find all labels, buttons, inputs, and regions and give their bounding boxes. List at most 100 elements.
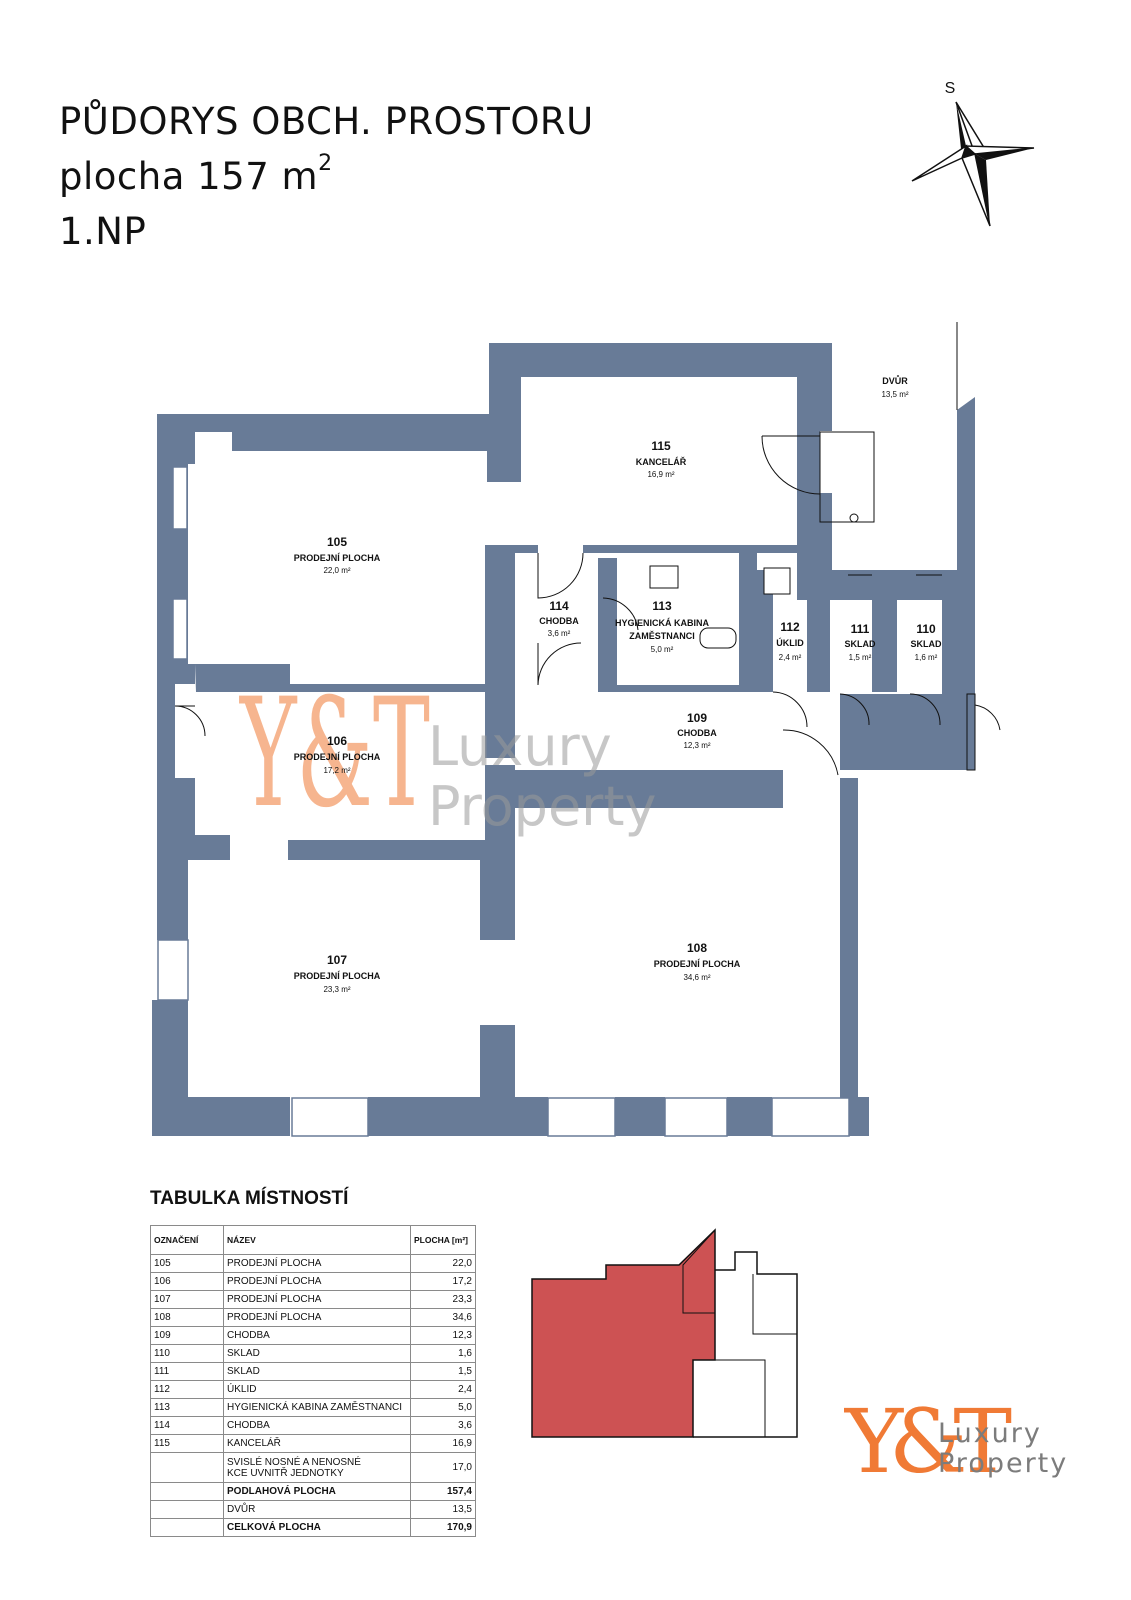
room-area: 1,5 m² xyxy=(849,653,872,662)
walls-line1: SVISLÉ NOSNÉ A NENOSNÉ xyxy=(227,1456,361,1468)
brand-logo-word2: Property xyxy=(938,1448,1069,1479)
cell-code: 115 xyxy=(150,1434,224,1453)
room-label-113: 113 HYGIENICKÁ KABINA ZAMĚSTNANCI 5,0 m² xyxy=(615,599,710,654)
cell-area: 34,6 xyxy=(410,1308,476,1327)
room-label-112: 112 ÚKLID 2,4 m² xyxy=(776,620,804,662)
cell-area: 1,5 xyxy=(410,1362,476,1381)
area-subtitle-text: plocha 157 m xyxy=(59,155,319,198)
cell-code xyxy=(150,1452,224,1483)
cell-code: 114 xyxy=(150,1416,224,1435)
cell-name: CELKOVÁ PLOCHA xyxy=(223,1518,411,1537)
yard-outline xyxy=(848,322,976,771)
cell-area: 2,4 xyxy=(410,1380,476,1399)
mop-sink-icon xyxy=(763,567,791,595)
room-area: 3,6 m² xyxy=(548,629,571,638)
room-number: 114 xyxy=(549,599,569,613)
cell-code xyxy=(150,1482,224,1501)
cell-code: 106 xyxy=(150,1272,224,1291)
walls xyxy=(152,343,975,1136)
room-label-dvur: DVŮR 13,5 m² xyxy=(881,375,908,399)
cell-code: 108 xyxy=(150,1308,224,1327)
cell-area: 157,4 xyxy=(410,1482,476,1501)
room-area: 1,6 m² xyxy=(915,653,938,662)
cell-area: 16,9 xyxy=(410,1434,476,1453)
cell-code: 111 xyxy=(150,1362,224,1381)
room-area: 17,2 m² xyxy=(323,766,350,775)
cell-area: 5,0 xyxy=(410,1398,476,1417)
cell-area: 12,3 xyxy=(410,1326,476,1345)
cell-name: CHODBA xyxy=(223,1416,411,1435)
sanitary-fixtures xyxy=(649,513,859,649)
cell-area: 3,6 xyxy=(410,1416,476,1435)
room-number: 111 xyxy=(851,622,870,636)
room-area: 5,0 m² xyxy=(651,645,674,654)
room-area: 23,3 m² xyxy=(323,985,350,994)
cell-name: PRODEJNÍ PLOCHA xyxy=(223,1308,411,1327)
cell-name: SKLAD xyxy=(223,1344,411,1363)
room-name: PRODEJNÍ PLOCHA xyxy=(294,971,381,981)
cell-name: PRODEJNÍ PLOCHA xyxy=(223,1254,411,1273)
toilet-icon xyxy=(699,627,737,649)
watermark-word1: Luxury xyxy=(428,715,612,778)
header-code: OZNAČENÍ xyxy=(150,1225,224,1255)
cell-area: 170,9 xyxy=(410,1518,476,1537)
room-number: 115 xyxy=(651,439,671,453)
room-label-110: 110 SKLAD 1,6 m² xyxy=(911,622,942,662)
room-number: 106 xyxy=(327,734,347,748)
cell-area: 13,5 xyxy=(410,1500,476,1519)
area-subtitle: plocha 157 m2 xyxy=(59,151,333,198)
room-number: 108 xyxy=(687,941,707,955)
cell-code: 112 xyxy=(150,1380,224,1399)
room-label-115: 115 KANCELÁŘ 16,9 m² xyxy=(636,439,687,479)
cell-name: DVŮR xyxy=(223,1500,411,1519)
cell-area: 17,2 xyxy=(410,1272,476,1291)
cell-code xyxy=(150,1518,224,1537)
room-number: 113 xyxy=(652,599,672,613)
compass-icon: S xyxy=(911,80,1035,227)
room-number: 105 xyxy=(327,535,347,549)
walls-line2: KCE UVNITŘ JEDNOTKY xyxy=(227,1467,344,1479)
brand-logo-mark: Y&T xyxy=(845,1390,1012,1493)
room-label-114: 114 CHODBA 3,6 m² xyxy=(539,599,579,638)
cell-code xyxy=(150,1500,224,1519)
watermark-word2: Property xyxy=(428,775,657,838)
room-name: KANCELÁŘ xyxy=(636,456,687,467)
stair-icon xyxy=(849,513,859,523)
room-area: 22,0 m² xyxy=(323,566,350,575)
room-label-109: 109 CHODBA 12,3 m² xyxy=(677,711,717,750)
page-title: PŮDORYS OBCH. PROSTORU xyxy=(59,100,594,143)
cell-area: 23,3 xyxy=(410,1290,476,1309)
header-name: NÁZEV xyxy=(223,1225,411,1255)
room-area: 34,6 m² xyxy=(683,973,710,982)
room-area: 12,3 m² xyxy=(683,741,710,750)
room-area: 2,4 m² xyxy=(779,653,802,662)
room-label-111: 111 SKLAD 1,5 m² xyxy=(845,622,876,662)
room-name: SKLAD xyxy=(845,639,876,649)
room-name: PRODEJNÍ PLOCHA xyxy=(654,959,741,969)
room-name: PRODEJNÍ PLOCHA xyxy=(294,752,381,762)
room-label-107: 107 PRODEJNÍ PLOCHA 23,3 m² xyxy=(294,953,381,994)
room-area: 16,9 m² xyxy=(647,470,674,479)
room-number: 112 xyxy=(780,620,800,634)
cell-code: 107 xyxy=(150,1290,224,1309)
room-name: PRODEJNÍ PLOCHA xyxy=(294,553,381,563)
room-number: 109 xyxy=(687,711,707,725)
room-name: CHODBA xyxy=(539,616,579,626)
cell-area: 1,6 xyxy=(410,1344,476,1363)
room-name: SKLAD xyxy=(911,639,942,649)
cell-code: 113 xyxy=(150,1398,224,1417)
